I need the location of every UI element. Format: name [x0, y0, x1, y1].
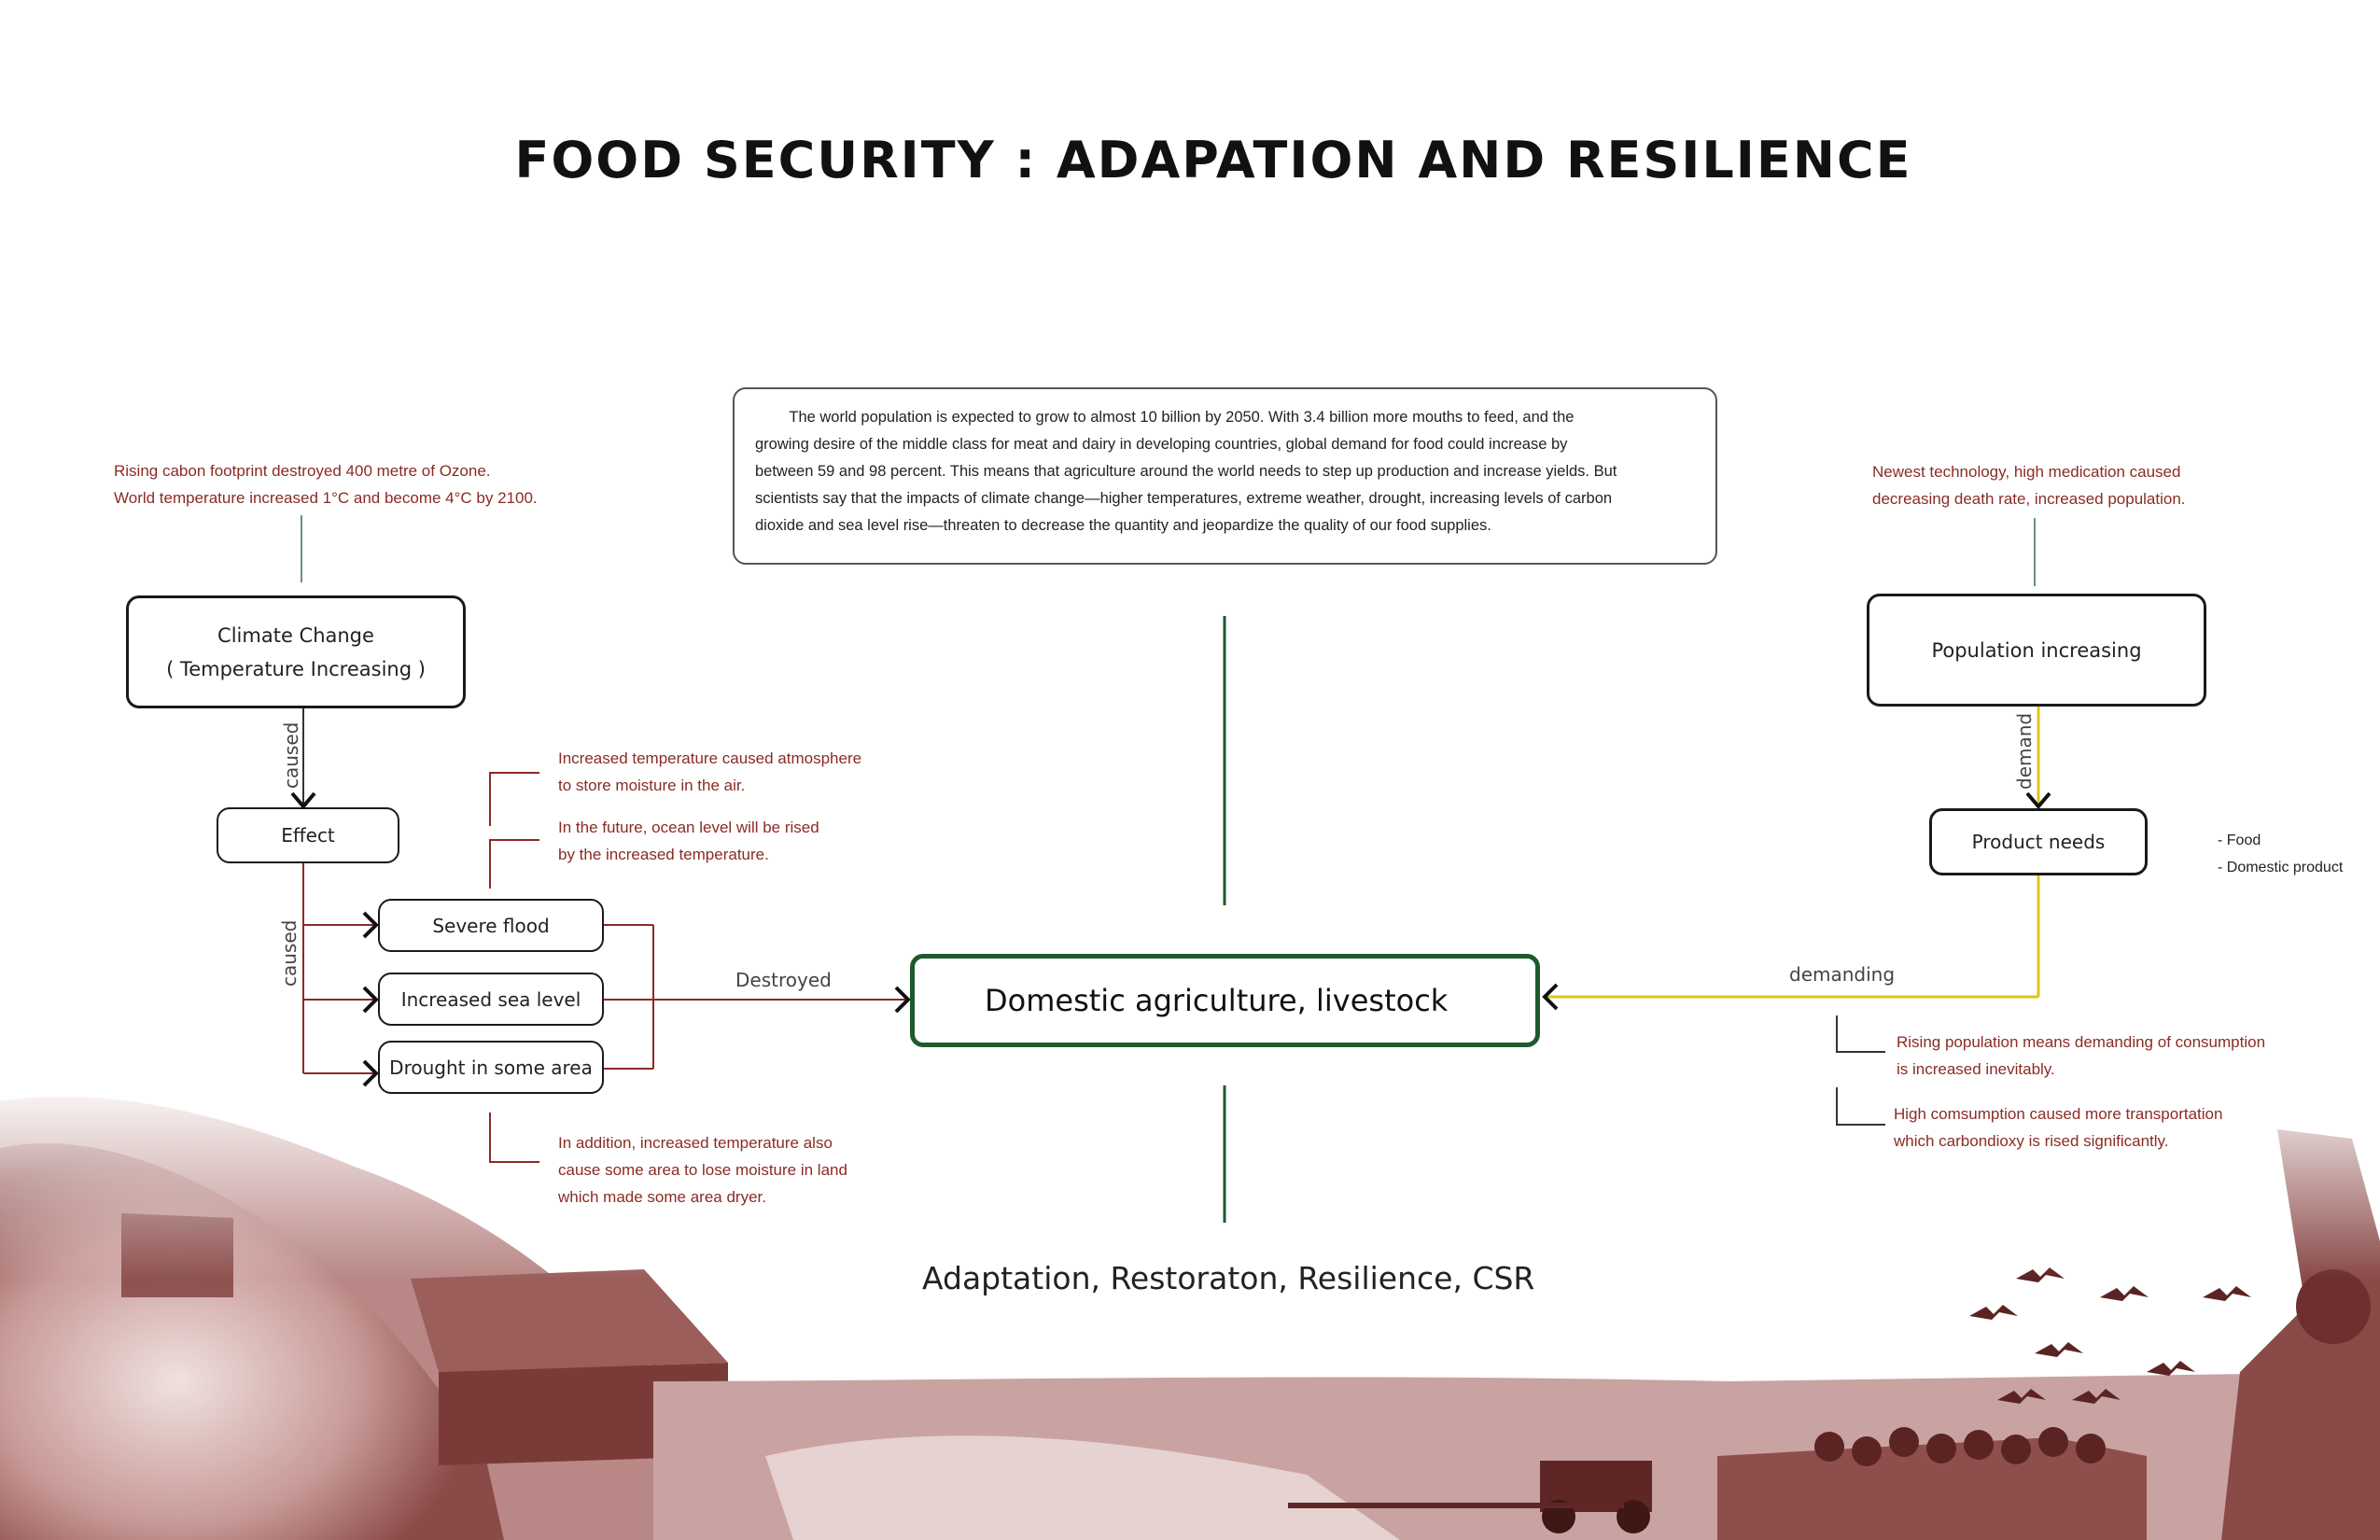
left-top-note: Rising cabon footprint destroyed 400 met… [114, 457, 538, 511]
note-line: which carbondioxy is rised significantly… [1894, 1132, 2169, 1150]
caused-label: caused [278, 919, 301, 987]
intro-line: The world population is expected to grow… [755, 409, 1575, 426]
effect-box-label: Effect [281, 824, 335, 847]
intro-line: dioxide and sea level rise—threaten to d… [755, 517, 1491, 534]
climate-box-line: ( Temperature Increasing ) [166, 657, 426, 680]
note-consumption: Rising population means demanding of con… [1897, 1029, 2265, 1083]
intro-line: growing desire of the middle class for m… [755, 436, 1568, 453]
note-line: Increased temperature caused atmosphere [558, 749, 862, 767]
note-line: In addition, increased temperature also [558, 1134, 833, 1152]
effect-drought: Drought in some area [378, 1041, 604, 1094]
central-box-label: Domestic agriculture, livestock [985, 983, 1449, 1018]
effect-label: Increased sea level [400, 987, 581, 1011]
note-moisture: Increased temperature caused atmosphere … [558, 745, 861, 799]
intro-line: scientists say that the impacts of clima… [755, 490, 1613, 507]
note-dryer: In addition, increased temperature also … [558, 1129, 847, 1211]
note-line: is increased inevitably. [1897, 1060, 2055, 1078]
note-line: Rising cabon footprint destroyed 400 met… [114, 462, 491, 480]
intro-paragraph-box: The world population is expected to grow… [733, 387, 1717, 565]
note-line: which made some area dryer. [558, 1188, 766, 1206]
population-increasing-box: Population increasing [1867, 594, 2206, 707]
page-title: FOOD SECURITY : ADAPATION AND RESILIENCE [514, 131, 1912, 189]
note-line: cause some area to lose moisture in land [558, 1161, 847, 1179]
effect-label: Severe flood [432, 914, 550, 937]
note-ocean: In the future, ocean level will be rised… [558, 814, 819, 868]
product-box-label: Product needs [1971, 831, 2106, 853]
product-list-item: - Food [2218, 833, 2261, 848]
note-line: World temperature increased 1°C and beco… [114, 489, 538, 507]
note-line: Newest technology, high medication cause… [1872, 463, 2181, 481]
population-box-label: Population increasing [1931, 638, 2142, 662]
note-line: High comsumption caused more transportat… [1894, 1105, 2223, 1123]
climate-change-box: Climate Change ( Temperature Increasing … [126, 595, 466, 708]
climate-box-line: Climate Change [217, 623, 374, 647]
note-line: decreasing death rate, increased populat… [1872, 490, 2186, 508]
effect-sea-level: Increased sea level [378, 973, 604, 1026]
product-list-item: - Domestic product [2218, 860, 2344, 875]
intro-line: between 59 and 98 percent. This means th… [755, 463, 1617, 480]
effect-severe-flood: Severe flood [378, 899, 604, 952]
effect-box: Effect [217, 807, 399, 863]
effect-label: Drought in some area [389, 1056, 593, 1079]
right-top-note: Newest technology, high medication cause… [1872, 458, 2186, 512]
note-line: Rising population means demanding of con… [1897, 1033, 2266, 1051]
demand-label: demand [2013, 712, 2036, 790]
note-line: In the future, ocean level will be rised [558, 819, 819, 836]
product-needs-box: Product needs [1929, 808, 2148, 875]
note-line: by the increased temperature. [558, 846, 769, 863]
product-list: - Food - Domestic product [2218, 827, 2343, 881]
central-domestic-agriculture-box: Domestic agriculture, livestock [910, 954, 1540, 1047]
demanding-label: demanding [1789, 963, 1896, 986]
destroyed-label: Destroyed [735, 969, 832, 991]
caused-label: caused [280, 721, 302, 789]
note-line: to store moisture in the air. [558, 777, 746, 794]
note-transport: High comsumption caused more transportat… [1894, 1100, 2222, 1155]
bottom-caption: Adaptation, Restoraton, Resilience, CSR [922, 1260, 1535, 1296]
